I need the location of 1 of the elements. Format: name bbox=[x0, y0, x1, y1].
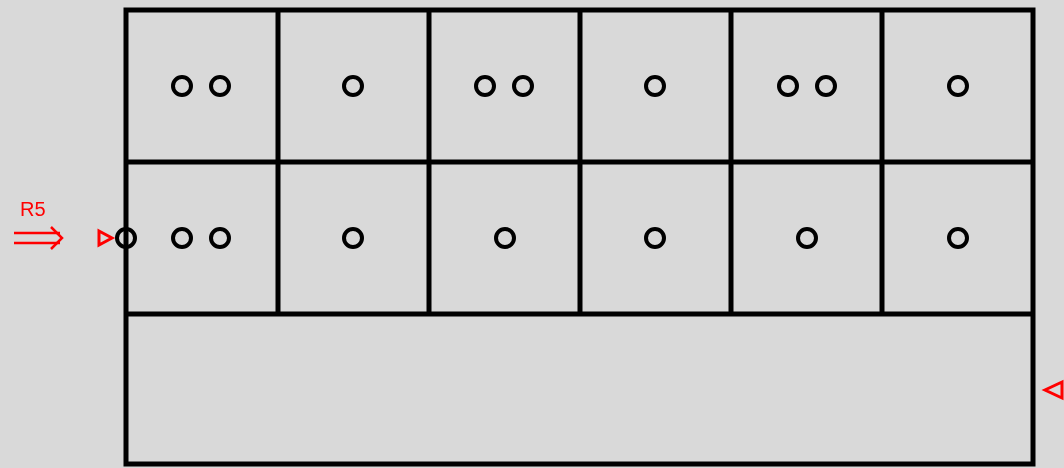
row-label: R5 bbox=[20, 198, 46, 220]
